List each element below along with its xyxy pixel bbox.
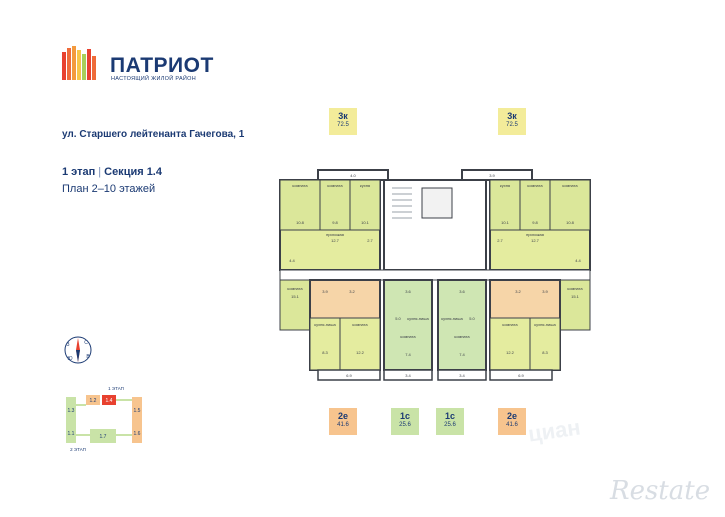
badge-bottom-3: 1с 25.6 <box>436 408 464 435</box>
bc2-bath: 3.6 <box>459 289 465 294</box>
section-label: Секция 1.4 <box>104 166 162 178</box>
tl-wc: 4.4 <box>289 258 295 263</box>
compass-e: В <box>86 354 90 360</box>
address: ул. Старшего лейтенанта Гачегова, 1 <box>62 129 245 140</box>
bc1-balcony: 3.4 <box>405 373 411 378</box>
badge-area: 25.6 <box>399 422 411 428</box>
br-hall: 3.9 <box>542 289 548 294</box>
badge-area: 72.5 <box>337 122 349 128</box>
tl-room3-area: 15.1 <box>291 294 300 299</box>
brand-title: ПАТРИОТ <box>110 54 214 77</box>
tr-hall-label: прихожая <box>526 232 544 237</box>
bc1-room-label: комната <box>400 334 416 339</box>
bc2-room-area: 7.4 <box>459 352 465 357</box>
tr-room1-label: комната <box>562 183 578 188</box>
minimap-top-label: 1 ЭТАП <box>108 386 124 391</box>
tr-room2-area: 9.8 <box>532 220 538 225</box>
logo-bars-icon <box>62 46 96 80</box>
tr-room1-area: 10.8 <box>566 220 575 225</box>
br-room-area: 8.3 <box>542 350 548 355</box>
br-balcony: 6.9 <box>518 373 524 378</box>
badge-type: 3к <box>338 111 348 121</box>
tr-bath: 2.7 <box>497 238 503 243</box>
minimap-section-1-3: 1.3 <box>68 408 75 414</box>
br-niche-label: кухня-ниша <box>534 322 556 327</box>
bl-bath: 3.2 <box>349 289 355 294</box>
tl-hall-label: прихожая <box>326 232 344 237</box>
compass-n: С <box>84 340 88 346</box>
minimap-section-1-6: 1.6 <box>134 431 141 437</box>
tl-room2-area: 9.8 <box>332 220 338 225</box>
badge-area: 41.6 <box>506 422 518 428</box>
minimap-section-1-1: 1.1 <box>68 431 75 437</box>
tr-room3-label: комната <box>567 286 583 291</box>
br-bath: 3.2 <box>515 289 521 294</box>
cian-watermark: циан <box>526 414 582 447</box>
badge-bottom-2: 1с 25.6 <box>391 408 419 435</box>
tl-room3-label: комната <box>287 286 303 291</box>
badge-area: 41.6 <box>337 422 349 428</box>
badge-type: 1с <box>399 411 410 421</box>
tl-bath: 2.7 <box>367 238 373 243</box>
site-minimap: 1 ЭТАП 1.3 1.2 1.4 1.5 1.1 1.7 1.6 2 ЭТА… <box>66 386 142 452</box>
tl-room1-label: комната <box>292 183 308 188</box>
tr-wc: 4.4 <box>575 258 581 263</box>
minimap-section-1-5: 1.5 <box>134 408 141 414</box>
bl-balcony: 6.9 <box>346 373 352 378</box>
bc1-hall: 3.6 <box>405 289 411 294</box>
bl-room2-area: 12.2 <box>356 350 365 355</box>
tl-kitchen-label: кухня <box>360 183 370 188</box>
plan-label: План 2–10 этажей <box>62 183 156 195</box>
minimap-section-1-4: 1.4 <box>106 398 113 404</box>
bc2-balcony: 3.4 <box>459 373 465 378</box>
tr-kitchen-area: 10.1 <box>501 220 510 225</box>
bl-niche-label: кухня-ниша <box>314 322 336 327</box>
minimap-section-1-2: 1.2 <box>90 398 97 404</box>
tl-room2-label: комната <box>327 183 343 188</box>
badge-type: 3к <box>507 111 517 121</box>
bl-hall: 3.9 <box>322 289 328 294</box>
badge-area: 25.6 <box>444 422 456 428</box>
br-room2-area: 12.2 <box>506 350 515 355</box>
br-room2-label: комната <box>502 322 518 327</box>
floor-plan: 4.0 3.9 комната 10.8 комната 9.8 кухня 1… <box>279 169 591 381</box>
bc1-room-area: 7.4 <box>405 352 411 357</box>
bl-room-area: 8.3 <box>322 350 328 355</box>
tr-room3-area: 15.1 <box>571 294 580 299</box>
tl-hall-area: 12.7 <box>331 238 340 243</box>
compass-s: Ю <box>67 356 72 362</box>
compass-w: З <box>66 342 69 348</box>
bl-room2-label: комната <box>352 322 368 327</box>
badge-area: 72.5 <box>506 122 518 128</box>
badge-type: 1с <box>444 411 455 421</box>
minimap-bottom-label: 2 ЭТАП <box>70 447 86 452</box>
badge-bottom-1: 2е 41.6 <box>329 408 357 435</box>
bc1-niche: 5.0 <box>395 316 401 321</box>
stage-label: 1 этап <box>62 166 96 178</box>
tr-hall-area: 12.7 <box>531 238 540 243</box>
tl-balcony: 4.0 <box>350 173 356 178</box>
tl-room1-area: 10.8 <box>296 220 305 225</box>
badge-top-right: 3к 72.5 <box>498 108 526 135</box>
bc2-niche: 5.0 <box>469 316 475 321</box>
tr-kitchen-label: кухня <box>500 183 510 188</box>
badge-type: 2е <box>506 411 517 421</box>
compass-icon: С Ю З В <box>64 336 92 364</box>
brand-subtitle: НАСТОЯЩИЙ ЖИЛОЙ РАЙОН <box>111 76 197 82</box>
badge-type: 2е <box>337 411 348 421</box>
tr-balcony: 3.9 <box>489 173 495 178</box>
bc1-niche-label: кухня-ниша <box>407 316 429 321</box>
badge-top-left: 3к 72.5 <box>329 108 357 135</box>
tr-room2-label: комната <box>527 183 543 188</box>
restate-watermark: Restate <box>610 476 711 506</box>
minimap-section-1-7: 1.7 <box>100 434 107 440</box>
stage-section: 1 этап|Секция 1.4 <box>62 166 162 178</box>
bc2-room-label: комната <box>454 334 470 339</box>
tl-kitchen-area: 10.1 <box>361 220 370 225</box>
badge-bottom-4: 2е 41.6 <box>498 408 526 435</box>
bc2-niche-label: кухня-ниша <box>441 316 463 321</box>
